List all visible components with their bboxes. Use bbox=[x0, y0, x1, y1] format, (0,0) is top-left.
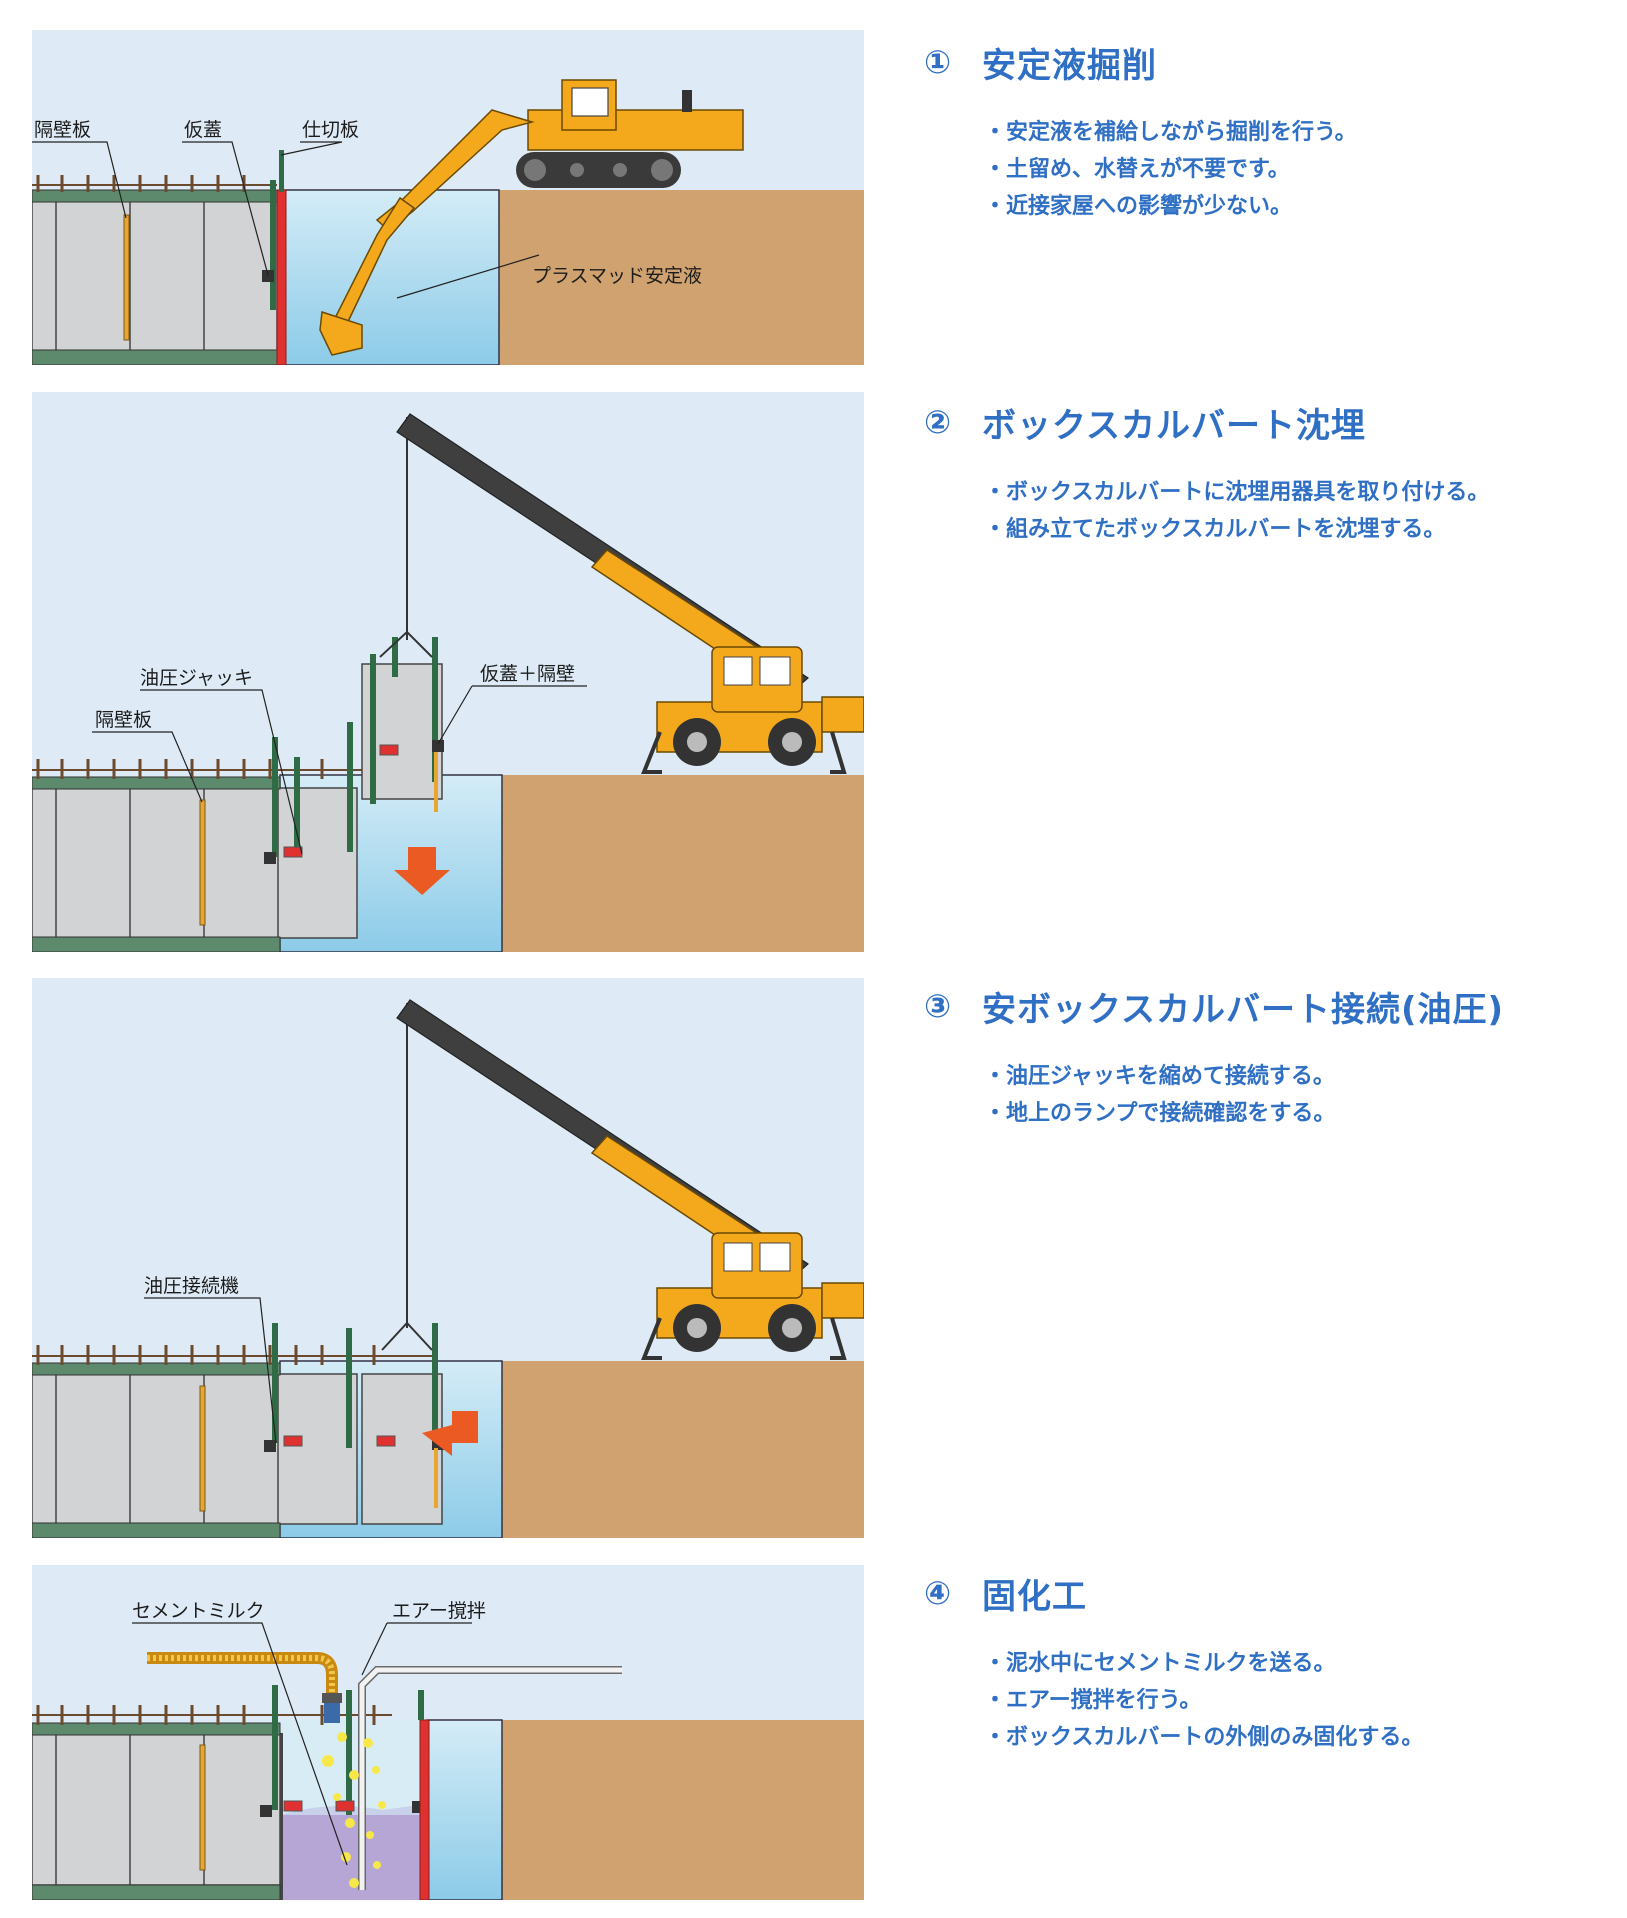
list-item: ・近接家屋への影響が少ない。 bbox=[984, 194, 1293, 219]
step-3-description: ③ 安ボックスカルバート接続(油圧) ・油圧ジャッキを縮めて接続する。 ・地上の… bbox=[924, 976, 1604, 1132]
ground-soil bbox=[499, 190, 864, 365]
list-item: ・組み立てたボックスカルバートを沈埋する。 bbox=[984, 517, 1446, 542]
list-item: ・土留め、水替えが不要です。 bbox=[984, 157, 1290, 182]
partition-plate-red bbox=[419, 1719, 430, 1900]
label-lid-and-partition: 仮蓋＋隔壁 bbox=[480, 663, 575, 685]
list-item: ・安定液を補給しながら掘削を行う。 bbox=[984, 120, 1357, 145]
list-item: ・地上のランプで接続確認をする。 bbox=[984, 1101, 1336, 1126]
step-number: ① bbox=[924, 43, 952, 81]
box-culvert bbox=[32, 787, 358, 939]
down-arrow-icon bbox=[394, 847, 450, 895]
diagram-panel-1: 隔壁板 仮蓋 仕切板 プラスマッド安定液 bbox=[32, 30, 864, 365]
list-item: ・油圧ジャッキを縮めて接続する。 bbox=[984, 1064, 1335, 1089]
step-number: ④ bbox=[924, 1574, 952, 1612]
step-4-description: ④ 固化工 ・泥水中にセメントミルクを送る。 ・エアー撹拌を行う。 ・ボックスカ… bbox=[924, 1563, 1604, 1756]
excavator bbox=[319, 79, 744, 356]
step-number: ② bbox=[924, 403, 952, 441]
ground-soil bbox=[502, 1720, 864, 1900]
crane-truck bbox=[396, 999, 864, 1360]
crane-truck bbox=[396, 413, 864, 774]
label-partition-board: 隔壁板 bbox=[34, 119, 91, 141]
label-temporary-lid: 仮蓋 bbox=[184, 119, 222, 141]
ground-soil bbox=[502, 775, 864, 952]
list-item: ・エアー撹拌を行う。 bbox=[984, 1688, 1202, 1713]
diagram-panel-2: 油圧ジャッキ 隔壁板 仮蓋＋隔壁 bbox=[32, 392, 864, 952]
step-1-description: ① 安定液掘削 ・安定液を補給しながら掘削を行う。 ・土留め、水替えが不要です。… bbox=[924, 32, 1604, 225]
label-divider-plate: 仕切板 bbox=[302, 119, 359, 141]
box-culvert bbox=[32, 199, 278, 353]
step-title: 安定液掘削 bbox=[982, 45, 1157, 86]
box-culvert bbox=[32, 1373, 358, 1525]
label-plasmud: プラスマッド安定液 bbox=[532, 265, 702, 287]
partition-plate-red bbox=[276, 189, 287, 365]
left-arrow-icon bbox=[422, 1411, 478, 1456]
diagram-panel-4: セメントミルク エアー撹拌 bbox=[32, 1565, 864, 1900]
step-title: 安ボックスカルバート接続(油圧) bbox=[982, 989, 1505, 1030]
label-cement-milk: セメントミルク bbox=[132, 1600, 265, 1622]
list-item: ・泥水中にセメントミルクを送る。 bbox=[984, 1651, 1336, 1676]
diagram-panel-3: 油圧接続機 bbox=[32, 978, 864, 1538]
air-bubbles bbox=[322, 1732, 386, 1888]
label-hydraulic-connector: 油圧接続機 bbox=[144, 1275, 239, 1297]
ground-soil bbox=[502, 1361, 864, 1538]
label-hydraulic-jack: 油圧ジャッキ bbox=[140, 667, 253, 689]
step-2-description: ② ボックスカルバート沈埋 ・ボックスカルバートに沈埋用器具を取り付ける。 ・組… bbox=[924, 392, 1604, 548]
step-title: ボックスカルバート沈埋 bbox=[982, 405, 1366, 446]
label-air-agitation: エアー撹拌 bbox=[392, 1600, 486, 1622]
step-title: 固化工 bbox=[982, 1576, 1087, 1617]
list-item: ・ボックスカルバートの外側のみ固化する。 bbox=[984, 1725, 1424, 1750]
label-partition-board: 隔壁板 bbox=[95, 709, 152, 731]
box-culvert bbox=[32, 1732, 281, 1886]
list-item: ・ボックスカルバートに沈埋用器具を取り付ける。 bbox=[984, 480, 1490, 505]
step-number: ③ bbox=[924, 987, 952, 1025]
solidifying-slurry bbox=[280, 1805, 420, 1900]
